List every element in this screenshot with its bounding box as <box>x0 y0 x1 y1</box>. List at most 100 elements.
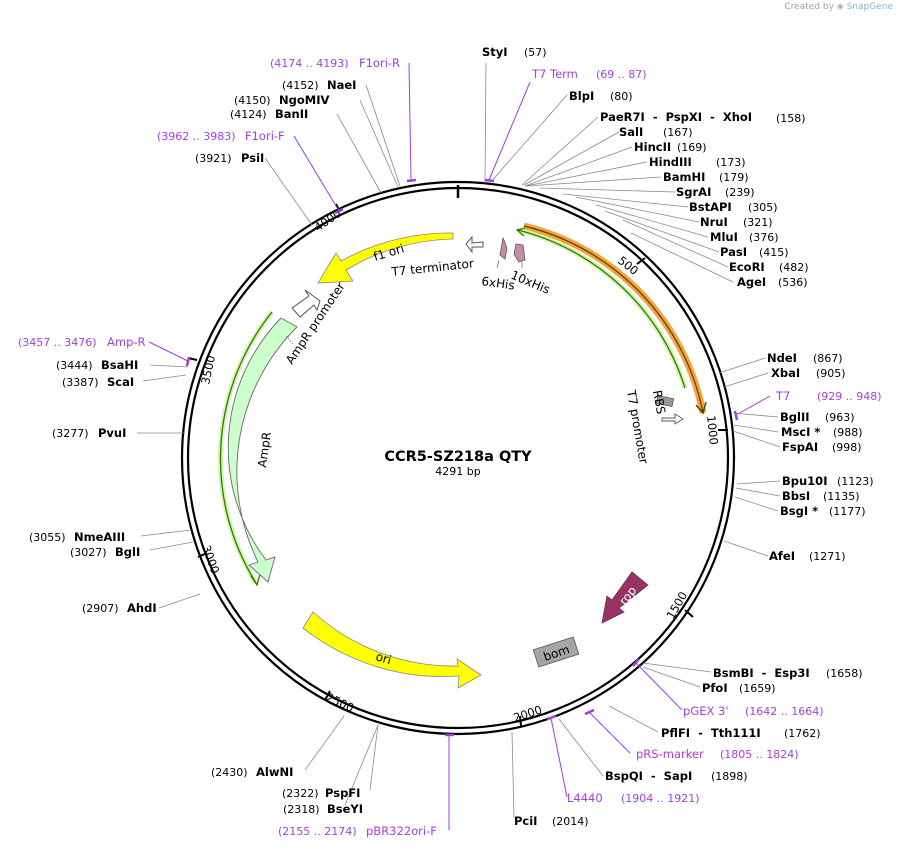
10xhis-tag <box>513 243 526 263</box>
site-name: EcoRI <box>729 260 765 274</box>
site-pos: (867) <box>813 352 843 365</box>
site-name: BglII <box>780 410 810 424</box>
site-name: SalI <box>619 125 643 139</box>
primer-name: Amp-R <box>107 335 146 349</box>
site-name: PflFI - Tth111I <box>661 726 761 740</box>
site-name: PciI <box>514 814 537 828</box>
site-name: BamHI <box>663 170 705 184</box>
site-name: SgrAI <box>676 185 711 199</box>
feature-label: T7 promoter <box>624 388 651 465</box>
site-pos: (179) <box>719 171 749 184</box>
feature-label: 6xHis <box>481 274 516 293</box>
site-pos: (1762) <box>784 727 821 740</box>
site-name: AhdI <box>127 601 157 615</box>
site-name: BglI <box>115 545 140 559</box>
site-name: PvuI <box>98 426 126 440</box>
site-pos: (1898) <box>711 770 748 783</box>
primer-name: F1ori-F <box>245 129 285 143</box>
primer-range: (3962 .. 3983) <box>157 130 236 143</box>
site-name: NaeI <box>327 78 356 92</box>
ampr-feature <box>227 317 298 583</box>
rbs-box <box>655 394 675 408</box>
tick-label: 2500 <box>324 690 356 715</box>
site-pos: (239) <box>725 186 755 199</box>
primer-range: (2155 .. 2174) <box>278 825 357 838</box>
backbone-outer-ring <box>180 180 736 736</box>
site-name: NruI <box>700 215 728 229</box>
feature-label: T7 terminator <box>390 256 475 279</box>
rop-feature <box>601 571 649 624</box>
site-pos: (305) <box>748 201 778 214</box>
site-pos: (376) <box>749 231 779 244</box>
site-pos: (158) <box>776 112 806 125</box>
site-name: FspAI <box>782 440 818 454</box>
site-pos: (2318) <box>283 803 320 816</box>
site-pos: (536) <box>778 276 808 289</box>
site-pos: (80) <box>610 90 633 103</box>
brand-name: SnapGene <box>846 2 893 12</box>
site-name: MluI <box>710 230 738 244</box>
t7-promoter-arrow <box>661 413 684 425</box>
primer-name: T7 Term <box>531 67 578 81</box>
site-name: BanII <box>275 107 308 121</box>
t7-terminator-arrow <box>465 235 484 254</box>
primer-range: (69 .. 87) <box>596 68 647 81</box>
primer-range: (1904 .. 1921) <box>621 792 700 805</box>
site-pos: (3055) <box>29 531 66 544</box>
site-name: PasI <box>720 245 747 259</box>
site-pos: (1177) <box>829 505 866 518</box>
feature-label: AmpR <box>255 431 274 468</box>
site-pos: (3444) <box>56 359 93 372</box>
site-pos: (57) <box>524 46 547 59</box>
primer-leader-lines <box>148 62 771 830</box>
tick-label: 1500 <box>663 589 690 621</box>
insert-orf-feature <box>523 222 707 415</box>
bom-feature <box>532 636 580 668</box>
ampr-orf-arc <box>218 310 274 587</box>
snapgene-logo-icon: ◈ <box>836 2 844 12</box>
site-pos: (1658) <box>826 667 863 680</box>
site-name: HincII <box>634 140 671 154</box>
site-name: NgoMIV <box>279 93 329 107</box>
site-name: BsgI * <box>780 504 818 518</box>
primer-name: pGEX 3' <box>683 704 729 718</box>
site-pos: (2907) <box>82 602 119 615</box>
site-pos: (321) <box>743 216 773 229</box>
site-pos: (2430) <box>211 766 248 779</box>
primer-name: pRS-marker <box>636 747 704 761</box>
snapgene-credit: Created by ◈ SnapGene <box>784 2 893 12</box>
feature-label: ori <box>374 649 393 667</box>
6xhis-tag <box>499 236 508 260</box>
site-labels: StyI (57) BlpI (80) PaeR7I - PspXI - Xho… <box>29 45 874 828</box>
primer-name: L4440 <box>567 791 603 805</box>
primer-range: (1805 .. 1824) <box>720 748 799 761</box>
primer-range: (4174 .. 4193) <box>270 57 349 70</box>
feature-label: RBS <box>650 389 668 415</box>
site-pos: (3921) <box>195 152 232 165</box>
primer-name: F1ori-R <box>359 56 400 70</box>
site-pos: (998) <box>832 441 862 454</box>
site-pos: (169) <box>677 141 707 154</box>
ampr-promoter-arrow <box>291 289 321 318</box>
site-name: PspFI <box>325 786 360 800</box>
site-pos: (4124) <box>230 108 267 121</box>
site-pos: (2014) <box>552 815 589 828</box>
site-pos: (1123) <box>837 475 874 488</box>
site-name: Bpu10I <box>782 474 827 488</box>
site-name: BsaHI <box>101 358 138 372</box>
feature-label: AmpR promoter <box>283 280 348 367</box>
site-name: AfeI <box>769 549 795 563</box>
site-name: MscI * <box>781 425 820 439</box>
plasmid-name: CCR5-SZ218a QTY <box>384 449 532 465</box>
site-pos: (988) <box>833 426 863 439</box>
site-name: BstAPI <box>689 200 732 214</box>
site-pos: (3387) <box>62 376 99 389</box>
primer-range: (1642 .. 1664) <box>745 705 824 718</box>
tick-label: 3500 <box>198 354 218 386</box>
site-pos: (482) <box>779 261 809 274</box>
site-name: NmeAIII <box>74 530 125 544</box>
site-pos: (173) <box>716 156 746 169</box>
site-pos: (1135) <box>823 490 860 503</box>
site-name: BseYI <box>327 802 363 816</box>
